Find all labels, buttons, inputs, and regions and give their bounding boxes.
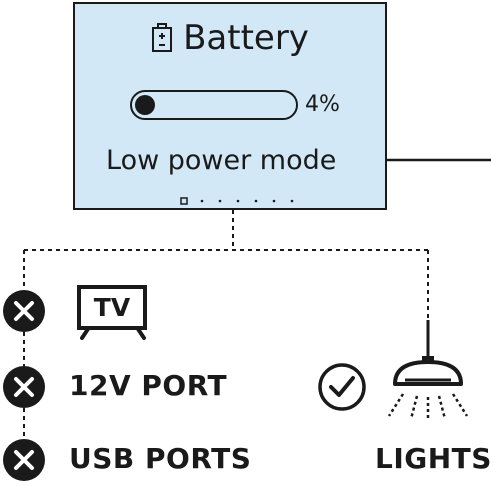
page-dot (219, 200, 222, 203)
battery-icon (151, 23, 173, 53)
output-label-usb-ports: USB PORTS (69, 443, 251, 475)
page-dot (201, 200, 204, 203)
charge-percent: 4% (305, 92, 340, 117)
page-dot (291, 200, 294, 203)
output-label-tv: TV (94, 293, 130, 322)
hanging-lamp-icon (375, 318, 481, 424)
page-dot (237, 200, 240, 203)
power-mode-label: Low power mode (106, 143, 336, 179)
page-dot (273, 200, 276, 203)
page-dot (255, 200, 258, 203)
tv-icon: TV (77, 285, 147, 330)
charge-bar (130, 90, 298, 120)
title-row: Battery (75, 18, 385, 58)
output-label-12v-port: 12V PORT (69, 370, 227, 402)
battery-screen: Battery 4% Low power mode (73, 2, 387, 210)
page-dot-active (181, 198, 187, 204)
x-circle-icon (2, 438, 46, 482)
check-circle-icon (317, 362, 367, 412)
tv-stand (80, 328, 146, 340)
screen-title: Battery (183, 18, 309, 58)
output-label-lights: LIGHTS (375, 443, 491, 475)
x-circle-icon (2, 289, 46, 333)
x-circle-icon (2, 365, 46, 409)
charge-fill (135, 95, 155, 115)
page-indicator (179, 196, 294, 206)
